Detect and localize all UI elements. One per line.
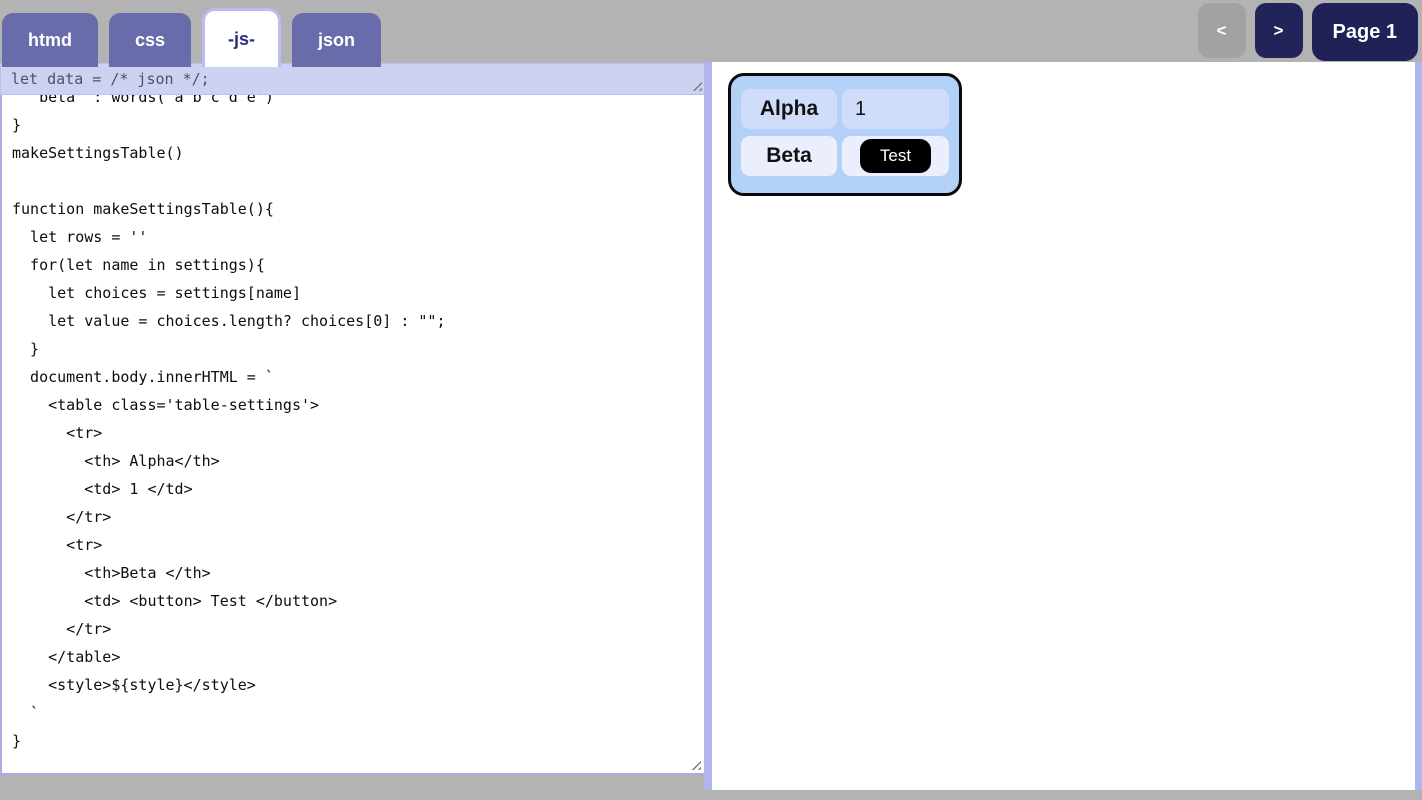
tab-js[interactable]: -js- [202, 8, 282, 67]
page-indicator-button[interactable]: Page 1 [1311, 3, 1418, 61]
test-button[interactable]: Test [859, 139, 932, 173]
settings-row-button-cell: Test [842, 136, 949, 176]
prev-page-button[interactable]: < [1197, 3, 1246, 58]
js-code-editor[interactable]: 'beta' : words('a b c d e') } makeSettin… [0, 95, 706, 775]
next-page-button[interactable]: > [1254, 3, 1303, 58]
tab-htmd[interactable]: htmd [2, 13, 98, 67]
tab-bar: htmd css -js- json [2, 8, 382, 67]
settings-table: Alpha 1 Beta Test [728, 73, 962, 196]
settings-row-value: 1 [842, 89, 949, 129]
resize-handle-icon[interactable] [690, 79, 702, 91]
preview-pane: Alpha 1 Beta Test [712, 62, 1422, 790]
settings-row-header: Alpha [741, 89, 837, 129]
pane-divider[interactable] [704, 62, 712, 790]
resize-handle-icon[interactable] [689, 758, 701, 770]
tab-json[interactable]: json [292, 13, 382, 67]
tab-css[interactable]: css [109, 13, 192, 67]
js-code-text: 'beta' : words('a b c d e') } makeSettin… [12, 95, 446, 750]
data-line-input[interactable]: let data = /* json */; [0, 63, 706, 95]
pager: < > Page 1 [1197, 3, 1418, 61]
settings-row-header: Beta [741, 136, 837, 176]
